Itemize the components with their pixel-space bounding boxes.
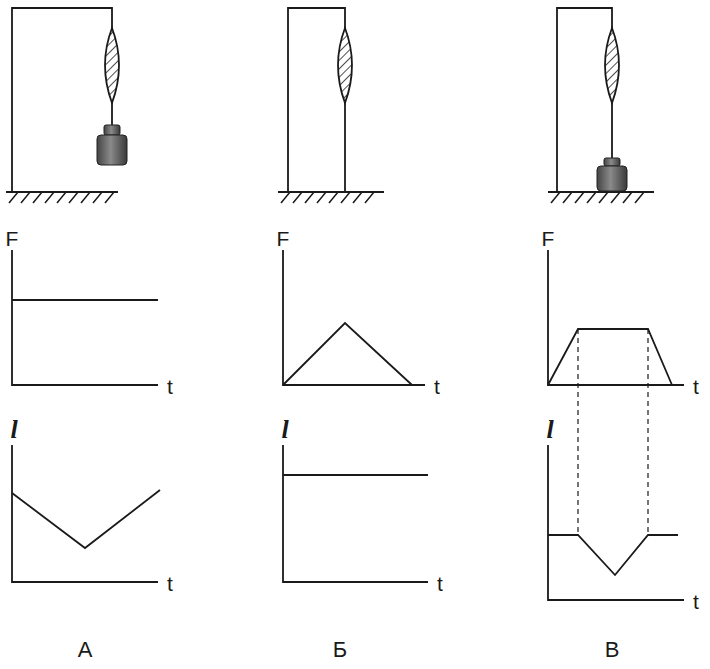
- axis-label: t: [167, 573, 173, 594]
- axis-label: F: [6, 228, 19, 249]
- axis-label: t: [167, 376, 173, 397]
- ground-hatch: [45, 192, 54, 203]
- ground-hatch: [551, 192, 560, 203]
- panel-letter: Б: [333, 639, 347, 661]
- ground-hatch: [329, 192, 338, 203]
- ground-hatch: [317, 192, 326, 203]
- ground-hatch: [281, 192, 290, 203]
- axis-label: t: [693, 376, 699, 397]
- ground-hatch: [93, 192, 102, 203]
- axis-label: F: [277, 228, 290, 249]
- ground-hatch: [9, 192, 18, 203]
- ground-hatch: [21, 192, 30, 203]
- axis-label: t: [693, 591, 699, 612]
- ground-hatch: [305, 192, 314, 203]
- axis-label: t: [434, 376, 440, 397]
- ground-hatch: [611, 192, 620, 203]
- ground-hatch: [599, 192, 608, 203]
- ground-hatch: [33, 192, 42, 203]
- ground-hatch: [341, 192, 350, 203]
- ground-hatch: [353, 192, 362, 203]
- ground-hatch: [365, 192, 374, 203]
- ground-hatch: [81, 192, 90, 203]
- ground-hatch: [587, 192, 596, 203]
- axis-label: l: [546, 417, 553, 443]
- ground-hatch: [293, 192, 302, 203]
- ground-hatch: [623, 192, 632, 203]
- ground-hatch: [563, 192, 572, 203]
- axis-label: l: [10, 417, 17, 443]
- panel-letter: А: [78, 639, 93, 661]
- axis-label: l: [281, 417, 288, 443]
- ground-hatch: [635, 192, 644, 203]
- ground-hatch: [105, 192, 114, 203]
- panel-letter: В: [605, 639, 620, 661]
- ground-hatch: [575, 192, 584, 203]
- ground-hatch: [69, 192, 78, 203]
- axis-label: t: [437, 573, 443, 594]
- ground-hatch: [57, 192, 66, 203]
- axis-label: F: [542, 228, 555, 249]
